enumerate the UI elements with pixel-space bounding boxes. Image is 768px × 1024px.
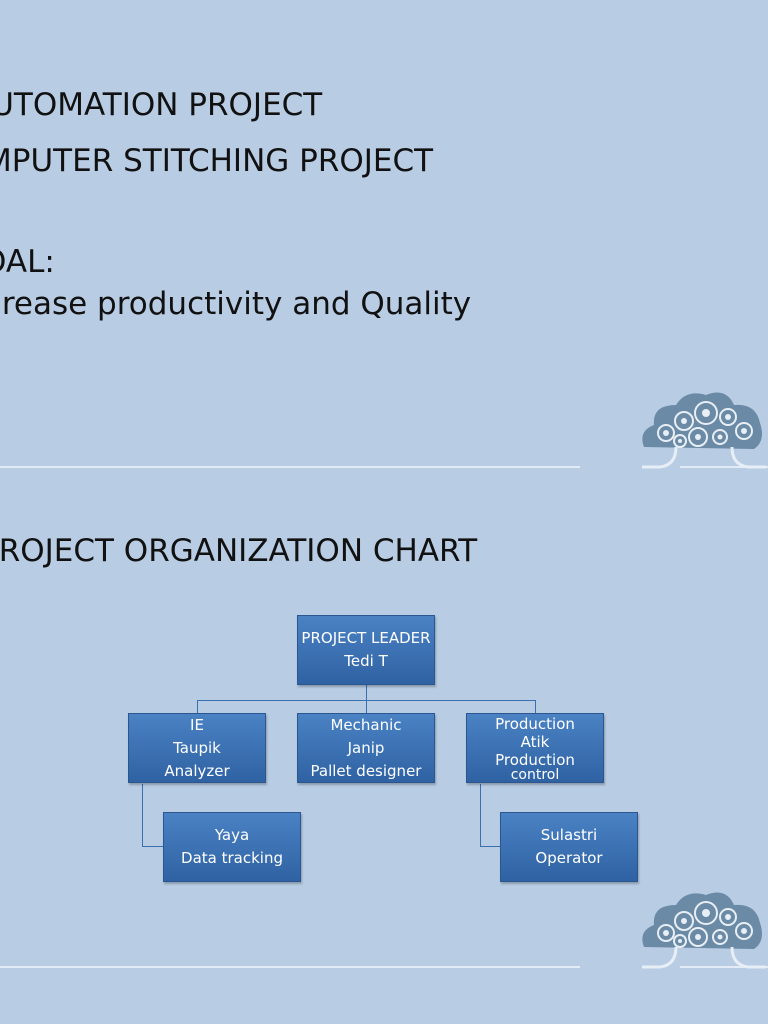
org-chart-title: PROJECT ORGANIZATION CHART — [0, 533, 478, 569]
divider-line — [0, 966, 580, 968]
connector-ie-yaya — [142, 784, 143, 847]
ie-name: Taupik — [173, 738, 221, 757]
connector-production — [535, 700, 536, 713]
org-box-ie: IE Taupik Analyzer — [128, 713, 266, 783]
project-title-line-2: COMPUTER STITCHING PROJECT — [0, 143, 434, 179]
production-task-2: control — [510, 766, 560, 783]
production-task-1: Production — [495, 750, 575, 769]
connector-prod-sulastri — [480, 784, 481, 847]
sulastri-name: Sulastri — [540, 826, 598, 844]
ie-role: IE — [190, 715, 204, 734]
mechanic-name: Janip — [347, 738, 385, 757]
org-box-sulastri: Sulastri Operator — [500, 812, 638, 882]
divider-line-right — [680, 966, 768, 968]
connector-ie — [197, 700, 198, 713]
slide-goal: AUTOMATION PROJECT COMPUTER STITCHING PR… — [0, 87, 768, 469]
divider-line-right — [680, 466, 768, 468]
project-title-line-1: AUTOMATION PROJECT — [0, 87, 323, 123]
leader-role: PROJECT LEADER — [301, 629, 431, 647]
yaya-name: Yaya — [214, 826, 250, 844]
production-name: Atik — [520, 732, 550, 751]
ie-task: Analyzer — [164, 761, 230, 780]
slide-org-chart: PROJECT ORGANIZATION CHART PROJECT LEADE… — [0, 500, 768, 1012]
connector-leader-down — [366, 685, 367, 700]
mechanic-role: Mechanic — [330, 715, 402, 734]
goal-text: Increase productivity and Quality — [0, 286, 472, 322]
org-box-yaya: Yaya Data tracking — [163, 812, 301, 882]
connector-mechanic — [366, 700, 367, 713]
connector-sulastri — [480, 846, 500, 847]
yaya-task: Data tracking — [181, 849, 283, 867]
gear-cloud-icon — [642, 392, 766, 469]
org-box-mechanic: Mechanic Janip Pallet designer — [297, 713, 435, 783]
goal-label: GOAL: — [0, 244, 55, 280]
leader-name: Tedi T — [344, 652, 388, 670]
org-box-project-leader: PROJECT LEADER Tedi T — [297, 615, 435, 685]
mechanic-task: Pallet designer — [310, 761, 422, 780]
divider-line — [0, 466, 580, 468]
connector-yaya — [142, 846, 163, 847]
sulastri-task: Operator — [535, 849, 603, 867]
gear-cloud-icon — [642, 892, 766, 969]
production-role: Production — [495, 714, 575, 733]
org-box-production: Production Atik Production control — [466, 713, 604, 783]
